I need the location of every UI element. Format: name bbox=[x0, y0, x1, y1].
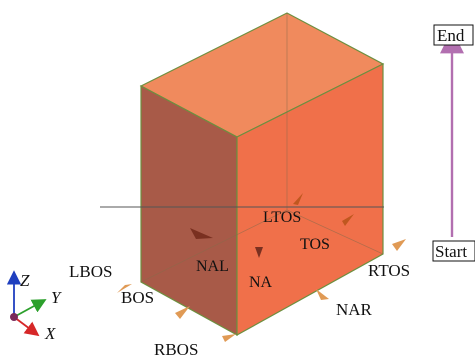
y-axis-label: Y bbox=[51, 288, 62, 307]
label-lbos: LBOS bbox=[69, 262, 112, 281]
x-axis-label: X bbox=[44, 324, 56, 343]
arrow-rtos-cone bbox=[392, 239, 406, 251]
label-rbos: RBOS bbox=[154, 340, 198, 358]
start-label: Start bbox=[435, 242, 467, 261]
x-axis-arrow bbox=[13, 316, 40, 337]
arrow-nal-cone bbox=[190, 228, 213, 239]
orientation-arrows bbox=[117, 193, 406, 342]
arrow-na-cone bbox=[255, 247, 263, 258]
label-nar: NAR bbox=[336, 300, 373, 319]
arrow-bos-cone bbox=[175, 306, 190, 319]
arrow-lbos-cone bbox=[117, 284, 132, 293]
arrow-nar-cone bbox=[316, 289, 329, 300]
end-box bbox=[433, 24, 474, 46]
end-label: End bbox=[437, 26, 465, 45]
z-axis-label: Z bbox=[20, 271, 30, 290]
cuboid bbox=[139, 12, 385, 337]
label-tos: TOS bbox=[300, 236, 330, 253]
path-indicator: End Start bbox=[432, 24, 475, 262]
start-box bbox=[432, 240, 475, 262]
hidden-edge bbox=[286, 209, 384, 255]
origin-dot bbox=[10, 313, 18, 321]
y-axis-arrow bbox=[13, 299, 47, 318]
hidden-edge bbox=[140, 209, 288, 283]
label-rtos: RTOS bbox=[368, 261, 410, 280]
coordinate-triad: Z Y X bbox=[6, 270, 62, 343]
label-ltos: LTOS bbox=[263, 209, 301, 226]
arrow-tos-cone bbox=[342, 214, 354, 226]
arrow-ltos-cone bbox=[293, 193, 303, 205]
label-nal: NAL bbox=[196, 258, 229, 275]
arrow-rbos-cone bbox=[222, 334, 236, 342]
label-na: NA bbox=[249, 274, 273, 291]
label-bos: BOS bbox=[121, 288, 154, 307]
